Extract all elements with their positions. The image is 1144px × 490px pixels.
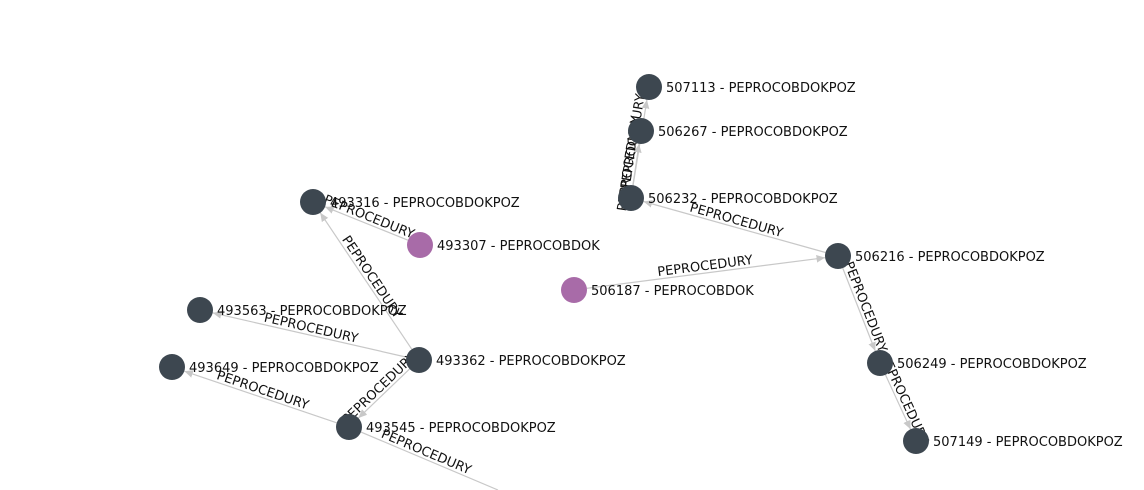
nodes-layer: 493316 - PEPROCOBDOKPOZ 493307 - PEPROCOB… <box>159 74 1123 454</box>
node-label: 506249 - PEPROCOBDOKPOZ <box>897 357 1087 372</box>
graph-node-506216[interactable]: 506216 - PEPROCOBDOKPOZ <box>825 243 1045 269</box>
graph-node-493307[interactable]: 493307 - PEPROCOBDOK <box>407 232 600 258</box>
node-label: 506232 - PEPROCOBDOKPOZ <box>648 192 838 207</box>
node-label: 507113 - PEPROCOBDOKPOZ <box>666 81 856 96</box>
edge-n493362-n493563[interactable] <box>212 311 407 358</box>
node-label: 493307 - PEPROCOBDOK <box>437 239 600 254</box>
node-label: 506216 - PEPROCOBDOKPOZ <box>855 250 1045 265</box>
graph-node-506232[interactable]: 506232 - PEPROCOBDOKPOZ <box>618 185 838 211</box>
node-circle[interactable] <box>825 243 851 269</box>
graph-node-493316[interactable]: 493316 - PEPROCOBDOKPOZ <box>300 189 520 215</box>
node-circle[interactable] <box>561 277 587 303</box>
node-label: 506187 - PEPROCOBDOK <box>591 284 754 299</box>
edge-n506232-n506267[interactable] <box>632 143 642 186</box>
node-circle[interactable] <box>406 347 432 373</box>
graph-node-493362[interactable]: 493362 - PEPROCOBDOKPOZ <box>406 347 626 373</box>
node-circle[interactable] <box>618 185 644 211</box>
edge-n506187-n506216[interactable] <box>586 254 826 289</box>
node-label: 493563 - PEPROCOBDOKPOZ <box>217 304 407 319</box>
graph-node-493649[interactable]: 493649 - PEPROCOBDOKPOZ <box>159 354 379 380</box>
graph-node-506249[interactable]: 506249 - PEPROCOBDOKPOZ <box>867 350 1087 376</box>
node-circle[interactable] <box>187 297 213 323</box>
node-circle[interactable] <box>628 118 654 144</box>
node-label: 493545 - PEPROCOBDOKPOZ <box>366 421 556 436</box>
edge-n493307-n493316[interactable] <box>324 206 409 241</box>
node-circle[interactable] <box>867 350 893 376</box>
edges-layer: PEPROCEDURYPEPROCEDURYPEPROCEDURYPEPROCE… <box>184 93 931 490</box>
edge-n493545-offscreen[interactable] <box>360 431 499 490</box>
graph-node-507149[interactable]: 507149 - PEPROCOBDOKPOZ <box>903 428 1123 454</box>
edge-n506216-n506232[interactable] <box>643 200 826 254</box>
node-label: 506267 - PEPROCOBDOKPOZ <box>658 125 848 140</box>
edge-n493362-n493545[interactable] <box>357 368 411 419</box>
graph-node-506187[interactable]: 506187 - PEPROCOBDOK <box>561 277 754 303</box>
graph-node-493545[interactable]: 493545 - PEPROCOBDOKPOZ <box>336 414 556 440</box>
graph-node-506267[interactable]: 506267 - PEPROCOBDOKPOZ <box>628 118 848 144</box>
graph-node-493563[interactable]: 493563 - PEPROCOBDOKPOZ <box>187 297 407 323</box>
edge-n506216-n506249[interactable] <box>842 267 876 352</box>
node-label: 493316 - PEPROCOBDOKPOZ <box>330 196 520 211</box>
node-label: 493649 - PEPROCOBDOKPOZ <box>189 361 379 376</box>
node-circle[interactable] <box>159 354 185 380</box>
node-label: 493362 - PEPROCOBDOKPOZ <box>436 354 626 369</box>
graph-node-507113[interactable]: 507113 - PEPROCOBDOKPOZ <box>636 74 856 100</box>
node-circle[interactable] <box>903 428 929 454</box>
node-circle[interactable] <box>636 74 662 100</box>
node-circle[interactable] <box>300 189 326 215</box>
edge-n493362-n493316[interactable] <box>319 212 413 350</box>
edge-n493545-n493649[interactable] <box>184 370 337 424</box>
edge-n506249-n507149[interactable] <box>884 374 912 430</box>
node-label: 507149 - PEPROCOBDOKPOZ <box>933 435 1123 450</box>
edge-label: PEPROCEDURY <box>657 253 754 280</box>
node-circle[interactable] <box>336 414 362 440</box>
edge-label: PEPROCEDURY <box>841 260 890 355</box>
node-circle[interactable] <box>407 232 433 258</box>
